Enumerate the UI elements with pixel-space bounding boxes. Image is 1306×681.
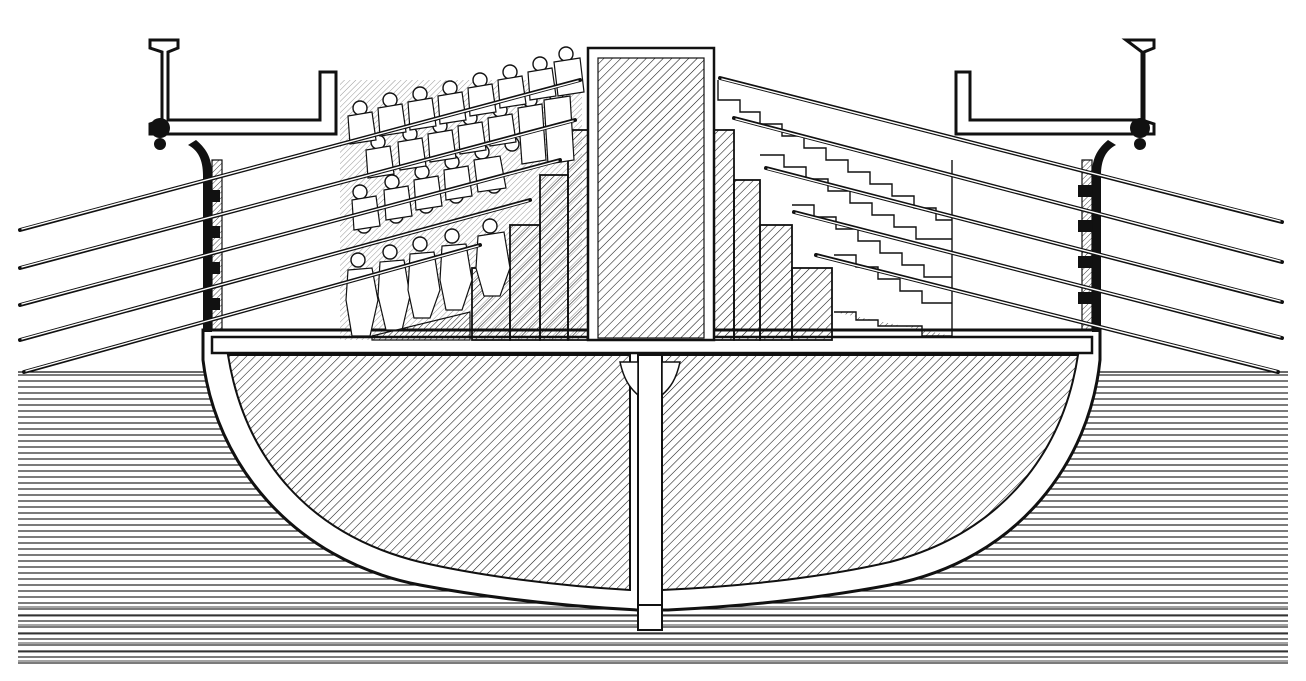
starboard-side-wall: [954, 38, 1156, 332]
hull: [201, 328, 1102, 631]
rowers-crowd: [340, 46, 585, 341]
empty-rowing-benches: [717, 80, 953, 338]
